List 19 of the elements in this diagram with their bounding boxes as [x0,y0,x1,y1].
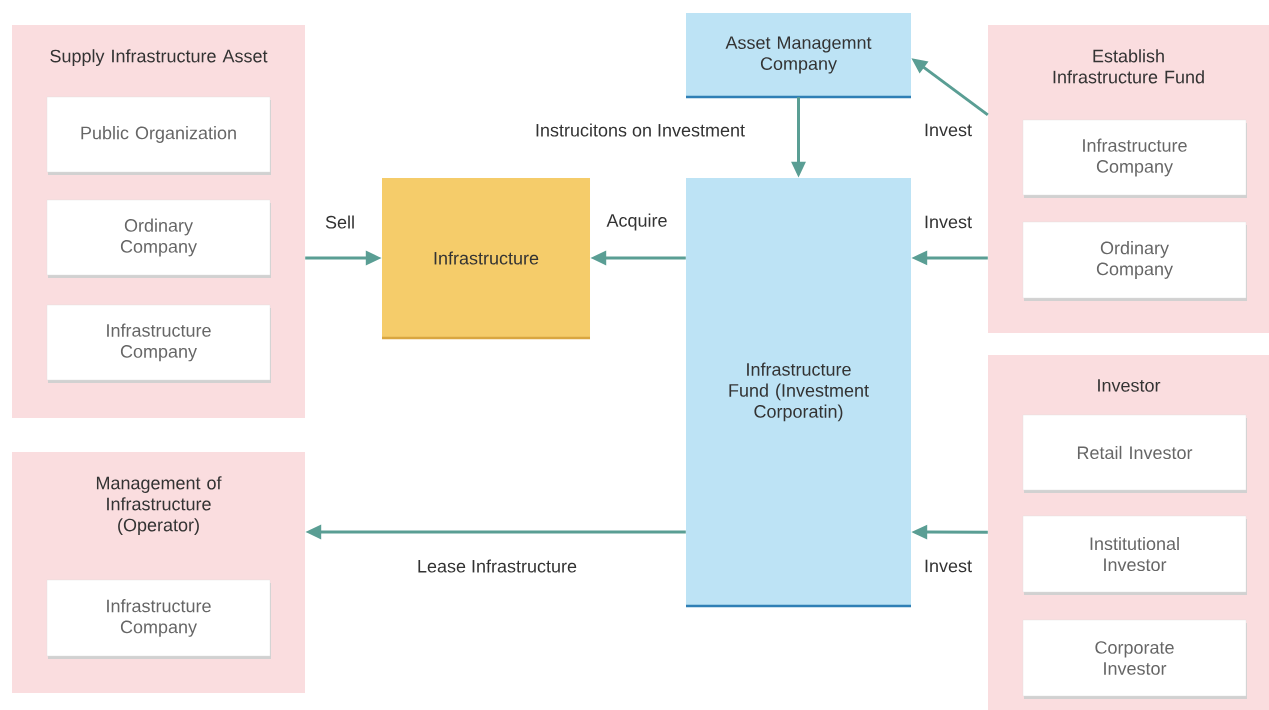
entity-box: Ordinary Company [1022,221,1247,301]
edge-label: Invest [923,214,973,230]
fund-box: Asset Managemnt Company [686,13,911,99]
edge-label: Invest [923,122,973,138]
entity-box: Infrastructure Company [46,579,271,659]
edge-label: Acquire [605,212,669,232]
edge-label: Invest [923,558,973,574]
entity-box: Infrastructure Company [46,304,271,383]
asset-box: Infrastructure [382,178,590,340]
edge-label: Sell [324,214,356,230]
entity-box: Infrastructure Company [1022,119,1247,198]
entity-box: Retail Investor [1022,414,1247,493]
entity-box: Corporate Investor [1022,619,1247,699]
entity-box: Institutional Investor [1022,515,1247,595]
edge-label: Lease Infrastructure [415,558,579,574]
fund-box: Infrastructure Fund (Investment Corporatin) [686,178,911,608]
entity-box: Ordinary Company [46,199,271,278]
entity-box: Public Organization [46,96,271,175]
edge-label: Instrucitons on Investment [533,122,747,138]
